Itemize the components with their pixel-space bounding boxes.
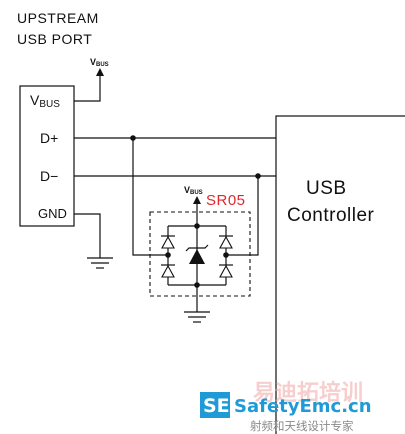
upstream-port-title-line2: USB PORT [17,31,92,47]
watermark-cn-subtitle: 射频和天线设计专家 [250,419,354,433]
steering-diode-right-lower [219,264,233,278]
watermark-badge-text: SE [203,395,230,417]
steering-diode-right-upper [219,235,233,249]
upstream-port-title-line1: UPSTREAM [17,10,99,26]
vbus-arrow-label: VBUS [90,57,109,68]
tvs-ground-symbol [184,285,210,323]
usb-controller-box [275,115,405,434]
watermark-site: SafetyEmc.cn [234,396,372,417]
tvs-part-label: SR05 [206,192,246,209]
watermark-badge [200,392,230,418]
pin-gnd-label: GND [38,206,67,221]
tvs-zener-diode [185,244,209,264]
pin-vbus-label: VBUS [30,92,60,110]
tvs-vbus-arrow [193,196,201,226]
tvs-vbus-label: VBUS [184,185,203,196]
dplus-tap-wire [132,138,168,256]
upstream-connector-box [19,85,75,227]
steering-diode-left-upper [161,235,175,249]
watermark-cn-title: 易迪拓培训 [253,380,363,406]
watermark: 易迪拓培训 SE SafetyEmc.cn 射频和天线设计专家 [200,380,372,433]
pin-dminus-label: D− [40,168,58,184]
tvs-package-outline [149,211,251,297]
vbus-output-wire [74,68,104,102]
controller-label-line2: Controller [287,205,375,226]
pin-dplus-label: D+ [40,130,58,146]
steering-diode-left-lower [161,264,175,278]
gnd-connector-wire [74,213,113,269]
controller-label-line1: USB [306,178,347,199]
dminus-tap-wire [226,176,259,256]
